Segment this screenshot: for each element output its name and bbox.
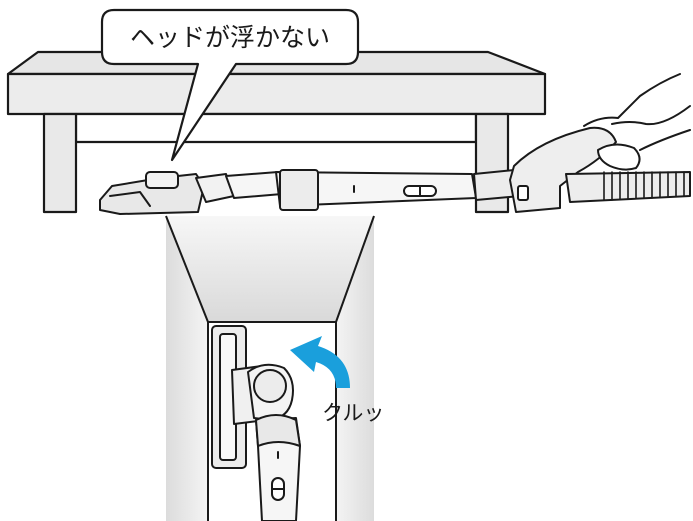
rotation-arrow-icon — [290, 336, 350, 388]
table-leg-left — [42, 112, 78, 214]
vacuum-grip — [509, 126, 617, 213]
vacuum-top-view — [211, 325, 301, 521]
rotation-arrow — [290, 336, 350, 388]
vacuum-side-view — [99, 73, 691, 215]
corridor-wall-top — [166, 216, 374, 322]
corridor-wall-right — [336, 216, 374, 521]
callout-bubble: ヘッドが浮かない — [100, 8, 360, 162]
vacuum-pipe — [225, 171, 283, 199]
table-top-front — [6, 72, 547, 116]
hand-lower — [597, 129, 691, 171]
rotation-label: クルッ — [322, 401, 384, 425]
table-apron — [74, 112, 478, 144]
hand-upper — [583, 73, 691, 127]
callout-shape — [100, 8, 360, 162]
hose-ribs — [603, 171, 685, 201]
callout-text: ヘッドが浮かない — [130, 23, 330, 52]
corridor-wall-left — [166, 216, 208, 521]
